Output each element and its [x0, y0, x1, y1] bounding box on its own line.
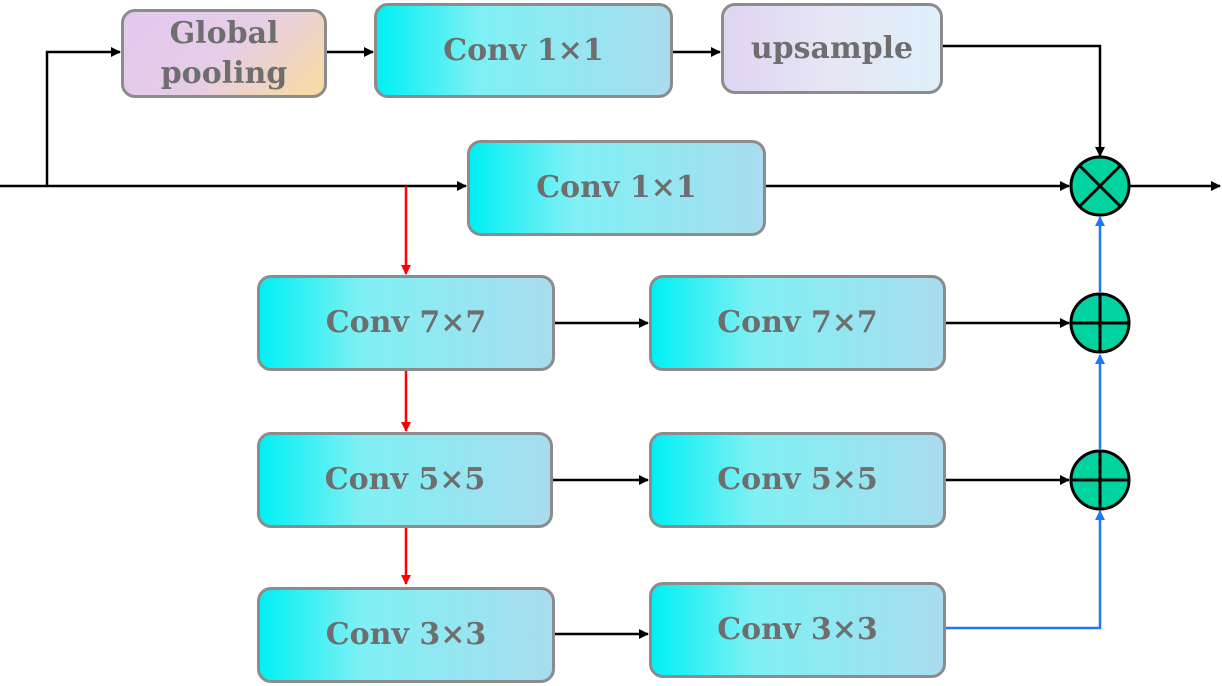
conv7x7-left-block: Conv 7×7: [257, 275, 555, 371]
conv3-to-add-line: [946, 510, 1105, 630]
add-operator-top: ⊕: [1069, 292, 1131, 354]
conv3x3-left-block: Conv 3×3: [257, 587, 555, 683]
upsample-block: upsample: [721, 3, 943, 94]
global-pooling-block: Global pooling: [121, 9, 327, 98]
conv3x3-right-label: Conv 3×3: [717, 612, 878, 647]
conv1x1-mid-block: Conv 1×1: [467, 140, 766, 236]
conv7x7-right-block: Conv 7×7: [649, 275, 946, 371]
conv3x3-right-block: Conv 3×3: [649, 582, 946, 678]
conv1x1-top-label: Conv 1×1: [443, 32, 604, 68]
conv5x5-right-label: Conv 5×5: [717, 462, 878, 497]
add-operator-bottom: ⊕: [1069, 449, 1131, 511]
multiply-operator: ⊗: [1069, 155, 1131, 217]
global-pooling-label: Global pooling: [160, 15, 288, 91]
conv5x5-left-block: Conv 5×5: [257, 432, 553, 528]
conv7x7-right-label: Conv 7×7: [717, 305, 878, 340]
conv3x3-left-label: Conv 3×3: [325, 617, 487, 652]
conv1x1-mid-label: Conv 1×1: [536, 170, 697, 205]
upsample-label: upsample: [750, 30, 914, 66]
upsample-to-multiply-arrow: [943, 44, 1105, 157]
branch-to-pooling: [45, 47, 121, 186]
conv5x5-left-label: Conv 5×5: [324, 462, 486, 497]
conv7x7-left-label: Conv 7×7: [325, 305, 487, 340]
conv5x5-right-block: Conv 5×5: [649, 432, 946, 528]
conv1x1-top-block: Conv 1×1: [374, 3, 673, 98]
